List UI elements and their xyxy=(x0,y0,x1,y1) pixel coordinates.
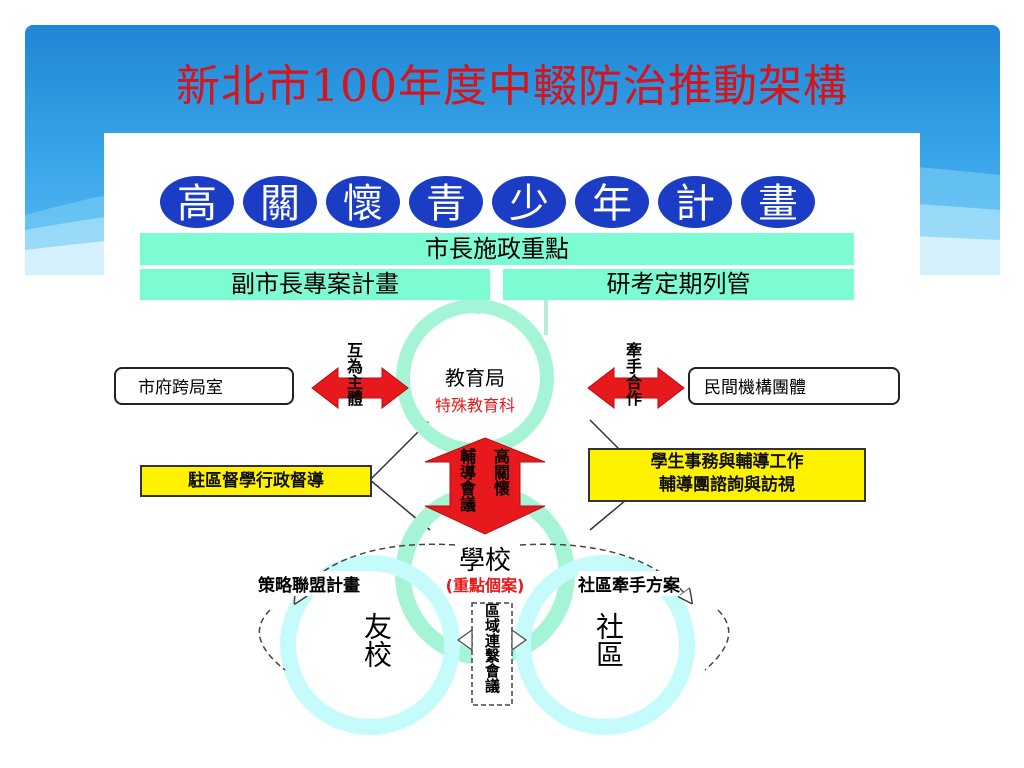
student-affairs-line-1: 學生事務與輔導工作 xyxy=(650,452,804,472)
private-organizations-box: 民間機構團體 xyxy=(688,367,900,405)
district-supervisor-box: 駐區督學行政督導 xyxy=(140,465,372,497)
banner-bubble: 計 xyxy=(658,176,732,228)
region-meeting-box xyxy=(471,602,513,706)
school-sub: (重點個案) xyxy=(445,576,525,595)
banner-bubble: 少 xyxy=(492,176,566,228)
banner-bubble: 高 xyxy=(160,176,234,228)
center-ring-inner xyxy=(411,314,539,442)
high-care-label: 高關懷 xyxy=(491,448,510,496)
student-affairs-box: 學生事務與輔導工作 輔導團諮詢與訪視 xyxy=(588,448,866,502)
friend-school-ring xyxy=(280,555,460,735)
mayor-policy-bar: 市長施政重點 xyxy=(140,233,854,265)
right-arrow-label: 牽手合作 xyxy=(623,342,642,406)
counseling-meeting-label: 輔導會議 xyxy=(457,448,476,512)
region-arrow-left xyxy=(456,628,473,652)
school-name: 學校 xyxy=(458,546,511,576)
slide-title: 新北市100年度中輟防治推動架構 xyxy=(176,61,848,112)
vertical-double-arrow xyxy=(424,437,546,535)
right-double-arrow xyxy=(587,366,685,410)
strategic-alliance-label: 策略聯盟計畫 xyxy=(258,571,360,596)
left-double-arrow xyxy=(311,366,409,410)
community-partnership-label: 社區牽手方案 xyxy=(578,571,680,596)
dashed-arrow-left-side xyxy=(258,609,286,671)
region-meeting-label: 區域連繫會議 xyxy=(483,603,501,693)
banner-bubble: 畫 xyxy=(741,176,815,228)
banner-bubble: 青 xyxy=(409,176,483,228)
dashed-arrow-right-side xyxy=(704,609,730,671)
center-sub: 特殊教育科 xyxy=(434,396,515,415)
banner-bubble: 懷 xyxy=(326,176,400,228)
banner-bubble: 關 xyxy=(243,176,317,228)
community-ring xyxy=(515,555,695,735)
center-name: 教育局 xyxy=(445,366,505,390)
student-affairs-line-2: 輔導團諮詢與訪視 xyxy=(659,475,795,495)
left-arrow-label: 互為主體 xyxy=(344,342,363,406)
community-label: 社區 xyxy=(592,612,625,668)
research-evaluation-bar: 研考定期列管 xyxy=(503,269,854,300)
region-arrow-right xyxy=(511,628,528,652)
city-agencies-box: 市府跨局室 xyxy=(114,367,294,405)
banner-bubble: 年 xyxy=(575,176,649,228)
deputy-mayor-bar: 副市長專案計畫 xyxy=(140,269,490,300)
friend-school-label: 友校 xyxy=(360,612,393,668)
